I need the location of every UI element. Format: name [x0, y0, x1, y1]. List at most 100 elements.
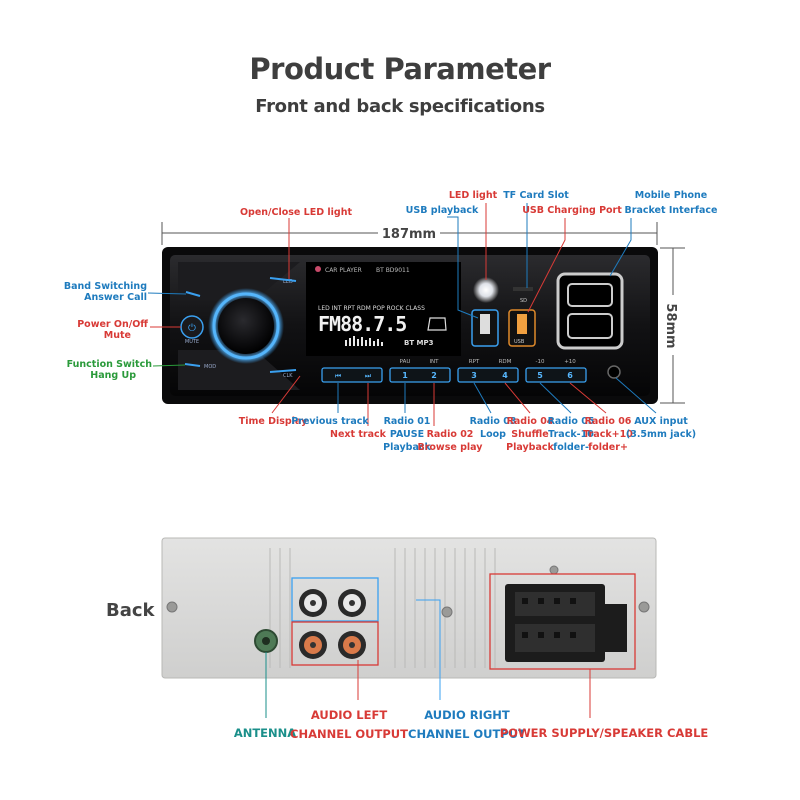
radio05-folder-label: folder- [553, 442, 589, 453]
mobile-phone-label: Mobile Phone [635, 190, 708, 201]
preset-label-2: INT [429, 359, 439, 365]
power-icon: ⏻ [188, 323, 196, 334]
preset-button-1[interactable]: 1 [402, 371, 408, 380]
preset-button-4[interactable]: 4 [502, 371, 508, 380]
audio-right-channel-label: CHANNEL OUTPUT [408, 727, 526, 741]
callout-lines [147, 203, 657, 426]
mod-button[interactable] [184, 363, 201, 367]
mode-row: LED INT RPT RDM POP ROCK CLASS [318, 305, 425, 312]
radio04-playback-label: Playback [506, 442, 554, 453]
power-label: Power On/Off [77, 319, 148, 330]
led-light-label: LED light [449, 190, 498, 201]
audio-left-box [291, 621, 379, 666]
preset-label-1: PAU [400, 359, 411, 365]
preset-button-5[interactable]: 5 [537, 371, 543, 380]
display-area [306, 262, 461, 356]
mute-callout-label: Mute [104, 330, 131, 341]
power-supply-label: POWER SUPPLY/SPEAKER CABLE [500, 726, 709, 740]
preset-group-3-4 [457, 367, 519, 383]
height-label: 58mm [663, 303, 678, 348]
preset-button-3[interactable]: 3 [471, 371, 477, 380]
radio06-track-label: Track+10 [583, 429, 633, 440]
next-track-icon[interactable]: ⏭ [365, 372, 372, 380]
radio05-label: Radio 05 [548, 416, 595, 427]
prev-next-button-group[interactable] [321, 367, 383, 383]
radio01-label: Radio 01 [384, 416, 431, 427]
screw-icon [638, 601, 650, 613]
next-track-label: Next track [330, 429, 387, 440]
radio02-label: Radio 02 [427, 429, 474, 440]
preset-label-4: RDM [499, 359, 512, 365]
preset-group-5-6 [525, 367, 587, 383]
radio06-folder-label: folder+ [588, 442, 628, 453]
model-text: BT BD9011 [376, 267, 410, 274]
display-small: BT MP3 [404, 339, 434, 347]
radio01-pause-label: PAUSE [390, 429, 424, 440]
preset-label-3: RPT [469, 359, 480, 365]
previous-track-icon[interactable]: ⏮ [335, 372, 341, 380]
width-label: 187mm [382, 227, 436, 242]
iso-connector [505, 584, 627, 662]
preset-button-6[interactable]: 6 [567, 371, 573, 380]
radio03-loop-label: Loop [480, 429, 506, 440]
mod-label: MOD [204, 364, 216, 370]
bracket-interface-label: Bracket Interface [625, 205, 718, 216]
width-dimension: 187mm [161, 222, 658, 245]
equalizer-bars [345, 336, 383, 346]
usb-playback-label: USB playback [406, 205, 479, 216]
front-labels: Open/Close LED light Band Switching Answ… [64, 190, 718, 453]
display-text: FM88.7.5 [318, 312, 406, 336]
previous-track-label: Previous track [291, 416, 369, 427]
back-callout-lines [265, 599, 591, 718]
preset-button-2[interactable]: 2 [431, 371, 437, 380]
radio04-shuffle-label: Shuffle [511, 429, 548, 440]
radio04-label: Radio 04 [507, 416, 554, 427]
audio-right-label: AUDIO RIGHT [424, 708, 510, 722]
radio03-label: Radio 03 [470, 416, 517, 427]
clk-button[interactable] [269, 369, 297, 373]
audio-left-label: AUDIO LEFT [311, 708, 388, 722]
volume-knob[interactable] [218, 298, 274, 354]
front-panel: ⏻ MUTE MOD LED CLK CAR PLAYER BT BD9011 … [162, 247, 658, 404]
antenna-label: ANTENNA [234, 726, 296, 740]
brand-logo-icon [315, 266, 321, 272]
band-button[interactable] [185, 291, 201, 297]
answer-call-label: Answer Call [84, 292, 147, 303]
preset-group-1-2 [389, 367, 451, 383]
page-subtitle: Front and back specifications [255, 96, 545, 117]
clk-button-label: CLK [283, 373, 293, 379]
sd-text: SD [520, 298, 527, 304]
led-light [473, 277, 499, 303]
preset-labels: PAU INT RPT RDM -10 +10 [400, 359, 577, 365]
tf-card-label: TF Card Slot [503, 190, 569, 201]
screw-icon [441, 606, 453, 618]
tf-card-slot[interactable] [513, 287, 533, 291]
preset-label-6: +10 [564, 359, 576, 365]
led-button[interactable] [269, 277, 297, 282]
led-button-label: LED [283, 279, 293, 285]
usb-text: USB [514, 339, 525, 345]
screw-icon [166, 601, 178, 613]
back-labels: ANTENNA AUDIO LEFT CHANNEL OUTPUT AUDIO … [234, 708, 709, 741]
aux-label: AUX input [634, 416, 688, 427]
usb-charging-label: USB Charging Port [522, 205, 622, 216]
function-switch-label: Function Switch [67, 359, 153, 370]
radio05-track-label: Track-10 [548, 429, 594, 440]
band-switching-label: Band Switching [64, 281, 147, 292]
radio06-label: Radio 06 [585, 416, 632, 427]
radio02-browse-label: Browse play [417, 442, 483, 453]
page-title: Product Parameter [249, 52, 551, 86]
hang-up-label: Hang Up [90, 370, 136, 381]
screw-icon [549, 565, 559, 575]
open-close-led-label: Open/Close LED light [240, 207, 353, 218]
audio-left-channel-label: CHANNEL OUTPUT [290, 727, 408, 741]
time-display-label: Time Display [239, 416, 308, 427]
power-connector-box [489, 573, 636, 670]
back-label: Back [106, 600, 156, 621]
height-dimension: 58mm [660, 247, 685, 404]
aux-input[interactable] [607, 365, 621, 379]
aux-jack-label: (3.5mm jack) [626, 429, 696, 440]
preset-buttons: ⏮ ⏭ 1 2 3 4 5 6 [321, 367, 587, 383]
audio-right-box [291, 577, 379, 622]
